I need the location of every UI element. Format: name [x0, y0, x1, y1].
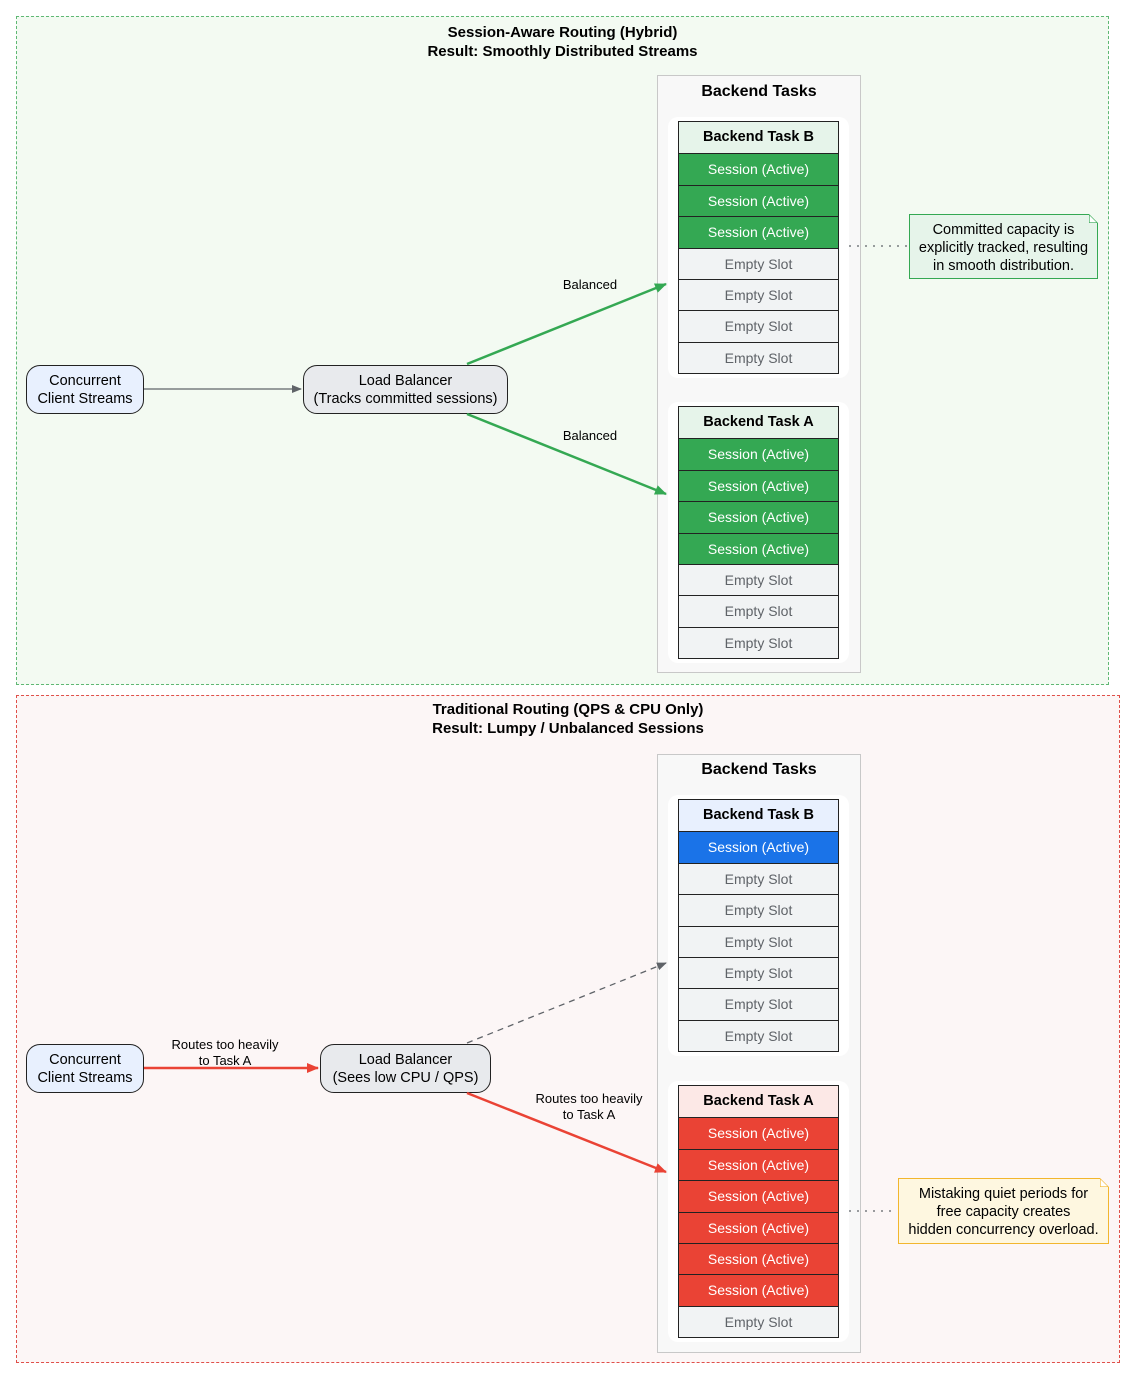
node-label: Client Streams	[37, 1069, 133, 1086]
note-line: in smooth distribution.	[932, 258, 1075, 274]
active-session-slot: Session (Active)	[679, 1242, 838, 1275]
capacity-note: Committed capacity is explicitly tracked…	[909, 214, 1098, 279]
node-label: Concurrent	[49, 372, 121, 389]
active-session-slot: Session (Active)	[679, 216, 838, 248]
cluster-title: Traditional Routing (QPS & CPU Only) Res…	[17, 700, 1119, 738]
edge-lb-to-task-b	[466, 962, 667, 1044]
note-line: Committed capacity is	[932, 222, 1075, 238]
note-line: hidden concurrency overload.	[908, 1222, 1099, 1238]
note-line: Mistaking quiet periods for	[918, 1186, 1089, 1202]
client-streams-node: Concurrent Client Streams	[26, 1044, 144, 1093]
overload-note: Mistaking quiet periods for free capacit…	[898, 1178, 1109, 1244]
active-session-slot: Session (Active)	[679, 831, 838, 863]
empty-slot: Empty Slot	[679, 563, 838, 596]
node-label: Load Balancer	[358, 1051, 453, 1068]
edge-label: Routes too heavily to Task A	[524, 1091, 654, 1123]
edge-label: Routes too heavily to Task A	[160, 1037, 290, 1069]
backend-tasks-title: Backend Tasks	[701, 83, 817, 100]
empty-slot: Empty Slot	[679, 595, 838, 627]
active-session-slot: Session (Active)	[679, 1180, 838, 1212]
empty-slot: Empty Slot	[679, 862, 838, 895]
node-label: Concurrent	[49, 1051, 121, 1068]
empty-slot: Empty Slot	[679, 1305, 838, 1338]
cluster-subtitle-line: Result: Smoothly Distributed Streams	[427, 43, 698, 60]
active-session-slot: Session (Active)	[679, 1117, 838, 1149]
empty-slot: Empty Slot	[679, 894, 838, 926]
empty-slot: Empty Slot	[679, 956, 838, 989]
node-label: Load Balancer	[358, 372, 453, 389]
active-session-slot: Session (Active)	[679, 1211, 838, 1243]
empty-slot: Empty Slot	[679, 341, 838, 374]
edge-lb-to-task-a	[466, 412, 667, 496]
note-line: explicitly tracked, resulting	[918, 240, 1089, 256]
traditional-routing-cluster: Traditional Routing (QPS & CPU Only) Res…	[16, 695, 1120, 1363]
edge-label-line: Routes too heavily	[535, 1091, 643, 1106]
edge-label-line: to Task A	[562, 1107, 616, 1122]
note-line: free capacity creates	[936, 1204, 1071, 1220]
active-session-slot: Session (Active)	[679, 1274, 838, 1306]
load-balancer-node: Load Balancer (Sees low CPU / QPS)	[320, 1044, 491, 1093]
empty-slot: Empty Slot	[679, 925, 838, 957]
node-label: (Sees low CPU / QPS)	[332, 1069, 479, 1086]
edge-lb-to-task-b	[466, 282, 667, 366]
task-header: Backend Task A	[679, 1086, 838, 1118]
empty-slot: Empty Slot	[679, 1019, 838, 1052]
node-label: (Tracks committed sessions)	[313, 390, 498, 407]
empty-slot: Empty Slot	[679, 988, 838, 1020]
active-session-slot: Session (Active)	[679, 501, 838, 533]
session-aware-cluster: Session-Aware Routing (Hybrid) Result: S…	[16, 16, 1109, 685]
empty-slot: Empty Slot	[679, 310, 838, 342]
cluster-title: Session-Aware Routing (Hybrid) Result: S…	[17, 23, 1108, 61]
edge-label: Balanced	[562, 428, 618, 443]
edge-label-line: Routes too heavily	[171, 1037, 279, 1052]
active-session-slot: Session (Active)	[679, 469, 838, 502]
empty-slot: Empty Slot	[679, 247, 838, 279]
edge-lb-to-task-a	[466, 1091, 667, 1174]
active-session-slot: Session (Active)	[679, 153, 838, 185]
empty-slot: Empty Slot	[679, 278, 838, 311]
empty-slot: Empty Slot	[679, 626, 838, 659]
load-balancer-node: Load Balancer (Tracks committed sessions…	[303, 365, 508, 414]
client-streams-node: Concurrent Client Streams	[26, 365, 144, 414]
edge-label: Balanced	[562, 277, 618, 292]
backend-tasks-title: Backend Tasks	[701, 761, 817, 778]
task-header: Backend Task B	[679, 122, 838, 154]
task-header: Backend Task A	[679, 407, 838, 439]
active-session-slot: Session (Active)	[679, 1148, 838, 1181]
active-session-slot: Session (Active)	[679, 532, 838, 564]
cluster-title-line: Session-Aware Routing (Hybrid)	[447, 24, 678, 41]
edge-label-line: to Task A	[198, 1053, 252, 1068]
task-header: Backend Task B	[679, 800, 838, 832]
node-label: Client Streams	[37, 390, 133, 407]
cluster-subtitle-line: Result: Lumpy / Unbalanced Sessions	[432, 720, 704, 737]
active-session-slot: Session (Active)	[679, 438, 838, 470]
active-session-slot: Session (Active)	[679, 184, 838, 217]
cluster-title-line: Traditional Routing (QPS & CPU Only)	[432, 701, 704, 718]
